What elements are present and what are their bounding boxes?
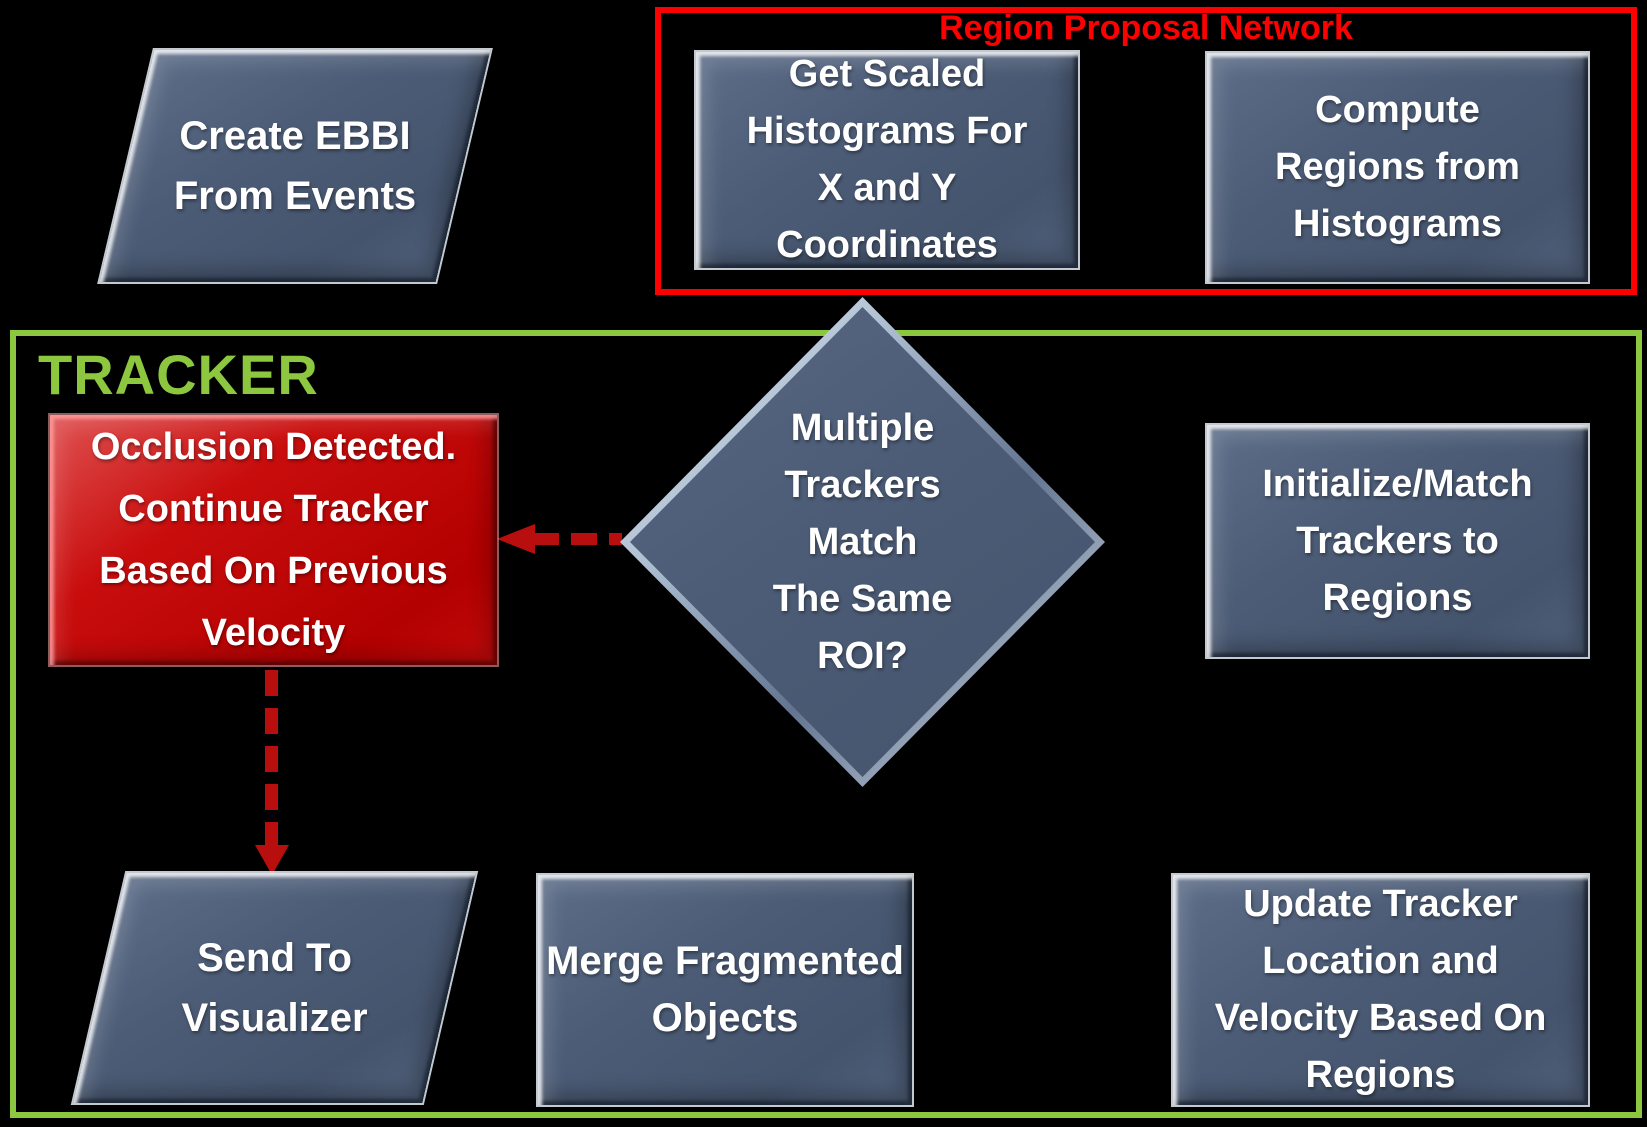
node-update-tracker: Update Tracker Location and Velocity Bas… bbox=[1173, 875, 1588, 1105]
node-create-ebbi: Create EBBI From Events bbox=[99, 50, 491, 282]
node-merge-fragmented-objects: Merge Fragmented Objects bbox=[538, 875, 912, 1105]
node-get-scaled-histograms: Get Scaled Histograms For X and Y Coordi… bbox=[696, 52, 1078, 268]
region-proposal-network-label: Region Proposal Network bbox=[939, 9, 1353, 47]
node-send-to-visualizer-text: Send To Visualizer bbox=[181, 936, 368, 1040]
node-send-to-visualizer: Send To Visualizer bbox=[73, 873, 476, 1103]
node-compute-regions-text: Compute Regions from Histograms bbox=[1275, 89, 1520, 245]
node-occlusion-detected: Occlusion Detected. Continue Tracker Bas… bbox=[50, 415, 497, 665]
node-initialize-match-trackers: Initialize/Match Trackers to Regions bbox=[1207, 425, 1588, 657]
node-compute-regions: Compute Regions from Histograms bbox=[1207, 53, 1588, 282]
tracker-frame bbox=[10, 330, 1642, 1118]
node-occlusion-detected-text: Occlusion Detected. Continue Tracker Bas… bbox=[90, 426, 457, 654]
node-update-tracker-text: Update Tracker Location and Velocity Bas… bbox=[1214, 883, 1547, 1096]
arrow-decision-to-occlusion-head bbox=[497, 524, 535, 554]
arrow-decision-to-occlusion-line bbox=[533, 533, 622, 545]
region-proposal-network-frame bbox=[655, 7, 1637, 295]
node-get-scaled-histograms-text: Get Scaled Histograms For X and Y Coordi… bbox=[746, 53, 1028, 266]
arrow-occlusion-to-visualizer-head bbox=[255, 845, 289, 875]
node-create-ebbi-text: Create EBBI From Events bbox=[173, 114, 417, 218]
node-initialize-match-trackers-text: Initialize/Match Trackers to Regions bbox=[1262, 462, 1533, 619]
arrow-occlusion-to-visualizer-line bbox=[265, 670, 278, 845]
node-decision-multiple-trackers-roi: Multiple Trackers Match The Same ROI? bbox=[620, 297, 1105, 787]
node-merge-fragmented-objects-text: Merge Fragmented Objects bbox=[546, 939, 904, 1040]
node-decision-multiple-trackers-roi-text: Multiple Trackers Match The Same ROI? bbox=[772, 406, 953, 677]
tracker-label: TRACKER bbox=[38, 343, 319, 406]
